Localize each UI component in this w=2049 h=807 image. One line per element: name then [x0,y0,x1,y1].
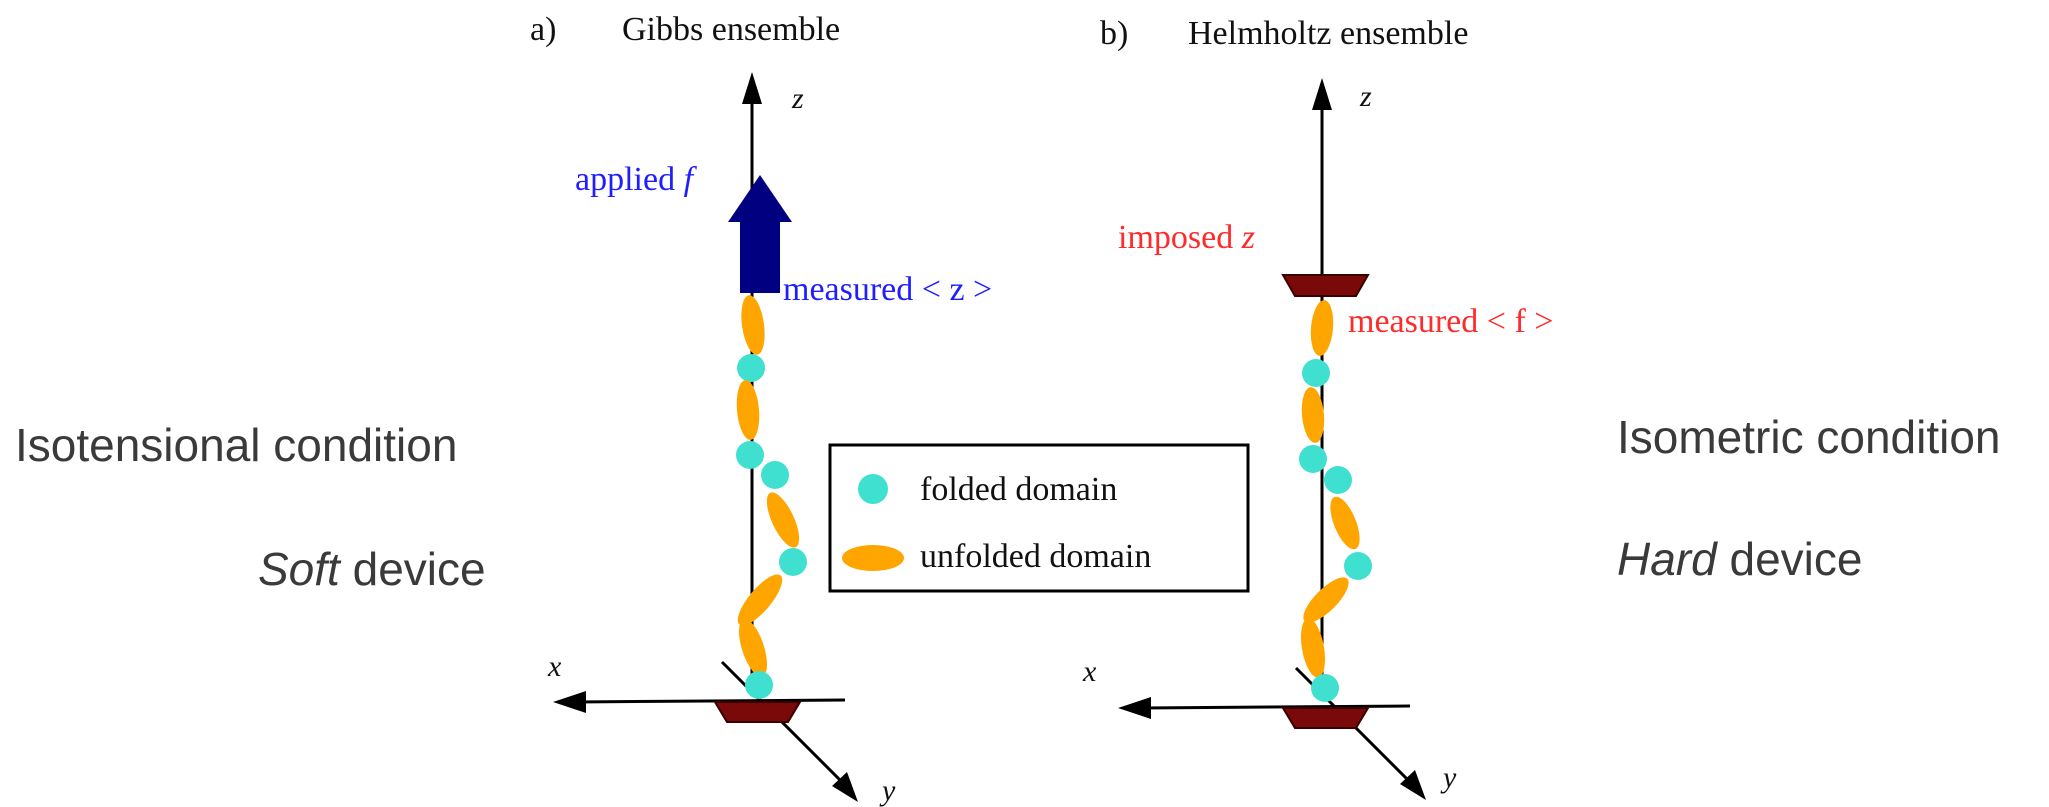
panel-a-y-arrowhead [832,772,858,802]
unfolded-domain [741,295,765,355]
folded-domain [737,354,765,382]
panel-b-title: Helmholtz ensemble [1188,15,1468,52]
panel-b: b) Helmholtz ensemble z x y imposed z me… [1082,15,1553,800]
panel-a-force-arrow [728,175,792,293]
panel-a-tag: a) [530,11,556,48]
legend-unfolded-swatch [842,545,904,571]
unfolded-domain [1330,496,1360,550]
unfolded-domain [737,574,783,626]
unfolded-domain [1301,387,1325,443]
folded-domain [761,461,789,489]
left-condition-label: Isotensional condition [15,419,458,471]
unfolded-domain [766,492,800,548]
unfolded-domain [1310,300,1334,356]
folded-domain [1324,466,1352,494]
panel-a-measured-label: measured < z > [783,271,992,308]
panel-b-top-plate [1281,274,1370,297]
unfolded-domain [736,380,760,440]
panel-a-z-arrowhead [742,72,762,104]
panel-a-z-label: z [791,82,804,115]
legend-folded-swatch [858,474,888,504]
panel-b-x-arrowhead [1118,697,1151,719]
panel-b-imposed-label: imposed z [1118,219,1255,256]
folded-domain [1311,674,1339,702]
legend: folded domain unfolded domain [828,443,1250,593]
panel-b-y-label: y [1440,761,1457,794]
unfolded-domain [1303,577,1349,623]
panel-a-base-anchor [713,701,802,723]
right-device-label: Hard device [1617,532,1862,586]
applied-symbol: f [684,161,698,198]
applied-word: applied [575,161,684,198]
panel-a-title: Gibbs ensemble [622,11,840,48]
panel-b-z-label: z [1359,80,1372,113]
left-device-emphasis: Soft [258,543,340,595]
folded-domain [1299,445,1327,473]
folded-domain [736,441,764,469]
panel-a: a) Gibbs ensemble z x y applied f measur… [530,11,992,807]
panel-b-x-label: x [1082,655,1097,688]
panel-b-y-arrowhead [1400,770,1426,800]
panel-b-chain [1299,300,1372,702]
folded-domain [779,548,807,576]
unfolded-domain [739,619,767,677]
right-device-emphasis: Hard [1617,533,1717,585]
panel-a-applied-label: applied f [575,161,698,198]
panel-b-x-axis [1139,704,1411,710]
imposed-symbol: z [1241,219,1255,256]
panel-a-x-arrowhead [553,691,586,713]
left-device-rest: device [339,543,486,595]
folded-domain [1302,359,1330,387]
panel-a-x-axis [574,698,846,704]
panel-a-x-label: x [547,650,562,683]
imposed-word: imposed [1118,219,1242,256]
folded-domain [745,671,773,699]
folded-domain [1344,552,1372,580]
right-device-rest: device [1716,533,1863,585]
panel-b-z-arrowhead [1312,78,1332,110]
panel-a-y-label: y [879,774,896,807]
legend-unfolded-label: unfolded domain [920,538,1151,575]
panel-a-y-axis [720,660,847,787]
legend-folded-label: folded domain [920,471,1117,508]
panel-b-tag: b) [1100,15,1128,52]
left-device-label: Soft device [258,542,486,596]
panel-b-measured-label: measured < f > [1348,303,1553,340]
panel-b-base-anchor [1281,707,1370,729]
panel-a-chain [736,295,807,699]
right-condition-label: Isometric condition [1617,411,2001,463]
legend-box [828,443,1250,593]
unfolded-domain [1300,618,1326,678]
